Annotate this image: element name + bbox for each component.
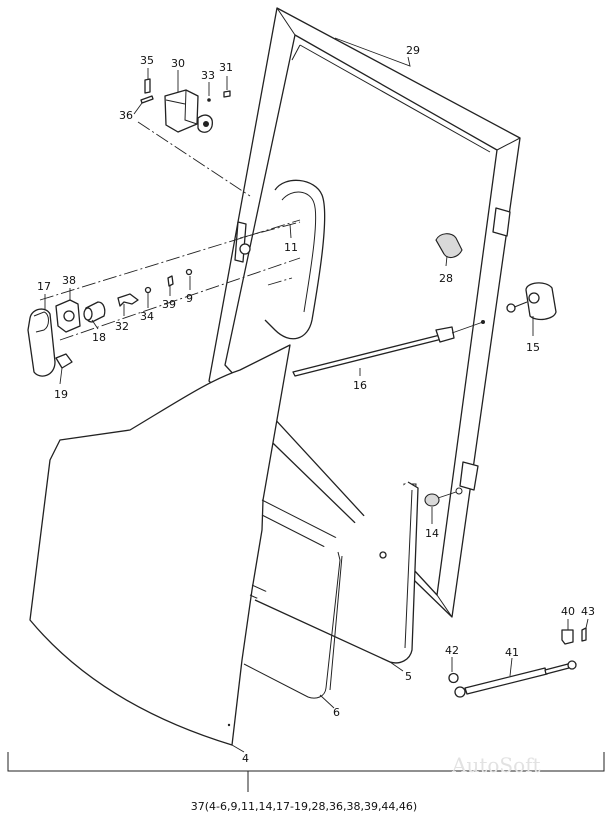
callout-19: 19 (54, 388, 68, 401)
glass-panel (29, 344, 291, 746)
callout-5: 5 (405, 670, 412, 683)
callout-36: 36 (119, 109, 133, 122)
callout-40: 40 (561, 605, 575, 618)
callout-30: 30 (171, 57, 185, 70)
lower-rails (249, 481, 419, 664)
callout-15: 15 (526, 341, 540, 354)
bumper (424, 487, 463, 507)
callout-32: 32 (115, 320, 129, 333)
callout-43: 43 (581, 605, 595, 618)
callout-18: 18 (92, 331, 106, 344)
callout-17: 17 (37, 280, 51, 293)
callout-39: 39 (162, 298, 176, 311)
callout-28: 28 (439, 272, 453, 285)
callout-33: 33 (201, 69, 215, 82)
callout-6: 6 (333, 706, 340, 719)
connecting-rod (292, 320, 485, 377)
handle-assembly (27, 268, 193, 377)
latch-bracket (140, 78, 231, 133)
callout-42: 42 (445, 644, 459, 657)
callout-11: 11 (284, 241, 298, 254)
assembly-bracket (7, 752, 605, 792)
callout-16: 16 (353, 379, 367, 392)
assembly-caption: 37(4-6,9,11,14,17-19,28,36,38,39,44,46) (191, 800, 417, 813)
callout-41: 41 (505, 646, 519, 659)
callout-29: 29 (406, 44, 420, 57)
door-frame (208, 7, 521, 618)
callout-34: 34 (140, 310, 154, 323)
alignment-lines (39, 121, 301, 341)
callout-4: 4 (242, 752, 249, 765)
callout-35: 35 (140, 54, 154, 67)
leader-lines (44, 37, 589, 753)
callout-31: 31 (219, 61, 233, 74)
watermark: AutoSoft (451, 753, 541, 777)
striker (506, 282, 557, 321)
callout-labels: 29 35 30 33 31 36 11 28 17 38 39 9 32 34… (37, 44, 595, 765)
callout-9: 9 (186, 292, 193, 305)
gas-strut (448, 627, 587, 698)
callout-38: 38 (62, 274, 76, 287)
callout-14: 14 (425, 527, 439, 540)
